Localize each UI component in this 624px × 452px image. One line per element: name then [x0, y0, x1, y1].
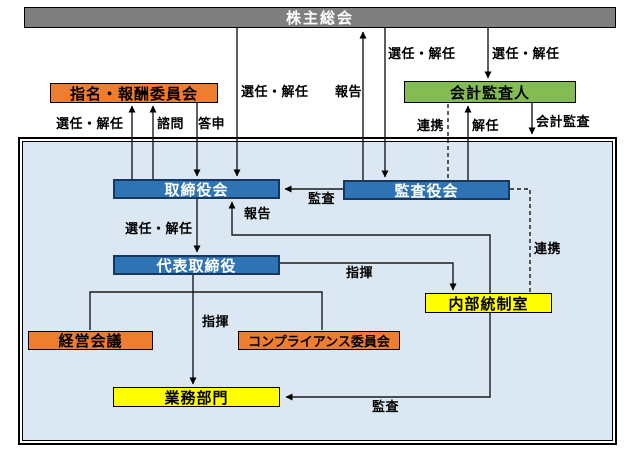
- edge-label-sennin-kainin-kansayakukai: 選任・解任: [388, 47, 456, 62]
- node-label: 内部統制室: [448, 294, 529, 313]
- node-board-of-directors: 取締役会: [113, 179, 280, 199]
- node-compliance-committee: コンプライアンス委員会: [238, 331, 400, 350]
- edge-label-sennin-kainin-torishimariyakukai: 選任・解任: [241, 85, 309, 100]
- edge-label-hokoku-torishimariyakukai: 報告: [244, 207, 272, 222]
- node-business-divisions: 業務部門: [113, 387, 280, 407]
- node-nomination-compensation-committee: 指名・報酬委員会: [50, 83, 218, 103]
- node-label: 指名・報酬委員会: [69, 84, 198, 103]
- edge-label-sennin-kainin-kaikei: 選任・解任: [492, 47, 560, 62]
- edge-label-shiki-gyomu: 指揮: [202, 315, 230, 330]
- arrow-shiki-to-naibu: [280, 262, 457, 291]
- node-label: 会計監査人: [449, 83, 530, 102]
- node-internal-control-office: 内部統制室: [425, 293, 552, 313]
- node-label: コンプライアンス委員会: [248, 335, 390, 350]
- edge-label-kansa-torishimariyakukai: 監査: [308, 192, 336, 207]
- node-label: 経営会議: [58, 332, 123, 350]
- edge-label-renkei-naibu: 連携: [534, 242, 562, 257]
- edge-label-shimon: 諮問: [157, 117, 185, 132]
- edge-label-sennin-kainin-iinkai: 選任・解任: [56, 117, 124, 132]
- edge-label-kansa-gyomu: 監査: [372, 400, 400, 415]
- node-label: 代表取締役: [156, 256, 237, 275]
- edge-label-toshin: 答申: [198, 117, 226, 132]
- arrow-kansa-to-gyomu: [285, 313, 491, 401]
- edge-label-hokoku-sokai: 報告: [335, 85, 363, 100]
- edge-label-sennin-kainin-daihyo: 選任・解任: [125, 222, 193, 237]
- node-accounting-auditor: 会計監査人: [404, 81, 576, 103]
- node-label: 業務部門: [164, 388, 229, 407]
- node-label: 取締役会: [164, 180, 229, 199]
- shareholders-meeting-bar: 株主総会: [24, 7, 616, 28]
- node-management-meeting: 経営会議: [28, 331, 153, 350]
- edge-label-kainin: 解任: [472, 119, 500, 134]
- edge-label-kaikei-kansa: 会計監査: [536, 115, 591, 130]
- node-representative-director: 代表取締役: [113, 255, 280, 275]
- edge-label-shiki-naibu: 指揮: [346, 266, 374, 281]
- node-label: 監査役会: [394, 181, 459, 200]
- shareholders-meeting-label: 株主総会: [285, 9, 354, 27]
- dashed-renkei-kansayaku-naibu: [510, 188, 531, 292]
- arrow-hokoku-naibu-to-torishimariyakukai: [228, 201, 491, 293]
- line-branch-keiei-compliance: [89, 291, 323, 330]
- edge-label-renkei-kaikei: 連携: [417, 119, 445, 134]
- node-board-of-auditors: 監査役会: [343, 180, 510, 200]
